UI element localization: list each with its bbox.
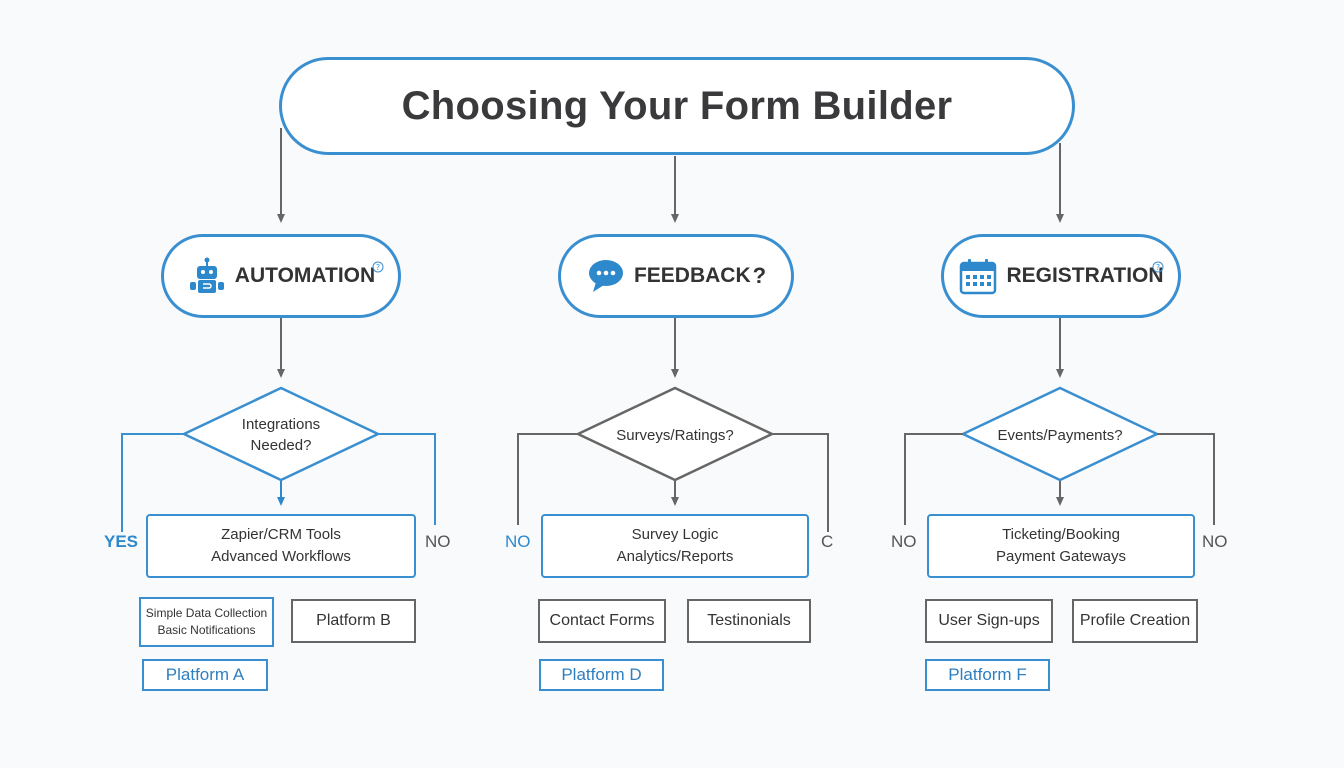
svg-text:?: ? bbox=[1156, 263, 1160, 272]
decision-label-events: Events/Payments? bbox=[985, 424, 1135, 446]
answer-line1: Zapier/CRM Tools bbox=[221, 526, 341, 543]
decision-text-line1: Surveys/Ratings? bbox=[616, 426, 734, 444]
answer-line1: Survey Logic bbox=[631, 526, 719, 543]
option-label: Platform B bbox=[316, 612, 391, 629]
answer-line2: Advanced Workflows bbox=[211, 548, 351, 565]
category-label: FEEDBACK bbox=[633, 264, 751, 287]
category-registration: REGISTRATION ? bbox=[941, 234, 1181, 318]
calendar-icon bbox=[958, 256, 998, 296]
option-line2: Basic Notifications bbox=[157, 623, 256, 637]
answer-line2: Analytics/Reports bbox=[616, 548, 734, 565]
option-testimonials: Testinonials bbox=[687, 599, 811, 643]
decision-diamond-events bbox=[960, 386, 1160, 482]
branch-label-no: NO bbox=[505, 532, 531, 551]
category-label: AUTOMATION bbox=[234, 264, 376, 287]
category-automation: AUTOMATION ? bbox=[161, 234, 401, 318]
answer-box-events: Ticketing/Booking Payment Gateways bbox=[927, 514, 1195, 578]
platform-label: Platform D bbox=[561, 665, 642, 684]
branch-c-line bbox=[772, 433, 829, 532]
decision-diamond-integrations bbox=[181, 386, 381, 482]
category-label: REGISTRATION bbox=[1006, 264, 1164, 287]
decision-text-line1: Events/Payments? bbox=[997, 426, 1123, 444]
robot-icon bbox=[187, 256, 227, 296]
branch-no-line bbox=[378, 433, 436, 525]
branch-no-line-2 bbox=[517, 433, 578, 525]
option-platform-b: Platform B bbox=[291, 599, 416, 643]
option-user-signups: User Sign-ups bbox=[925, 599, 1053, 643]
branch-no-line-3 bbox=[904, 433, 963, 525]
decision-diamond-surveys bbox=[575, 386, 775, 482]
decision-text-line2: Needed? bbox=[250, 437, 312, 454]
decision-label-integrations: Integrations Needed? bbox=[206, 414, 356, 456]
platform-label: Platform F bbox=[948, 665, 1027, 684]
platform-f-box: Platform F bbox=[925, 659, 1050, 691]
category-question-mark: ? bbox=[752, 263, 767, 288]
option-simple-data-collection: Simple Data Collection Basic Notificatio… bbox=[139, 597, 274, 647]
option-label: Profile Creation bbox=[1079, 612, 1191, 629]
branch-label-c: C bbox=[821, 532, 834, 551]
title-node: Choosing Your Form Builder bbox=[279, 57, 1075, 155]
platform-label: Platform A bbox=[165, 665, 245, 684]
answer-line2: Payment Gateways bbox=[995, 548, 1127, 565]
decision-label-surveys: Surveys/Ratings? bbox=[600, 424, 750, 446]
option-label: Testinonials bbox=[707, 612, 791, 629]
platform-a-box: Platform A bbox=[142, 659, 268, 691]
branch-label-no: NO bbox=[1202, 532, 1228, 551]
answer-line1: Ticketing/Booking bbox=[1002, 526, 1120, 543]
branch-no-line-4 bbox=[1157, 433, 1215, 525]
option-line1: Simple Data Collection bbox=[145, 606, 268, 620]
branch-label-no: NO bbox=[425, 532, 451, 551]
option-profile-creation: Profile Creation bbox=[1072, 599, 1198, 643]
answer-box-surveys: Survey Logic Analytics/Reports bbox=[541, 514, 809, 578]
page-title: Choosing Your Form Builder bbox=[401, 83, 953, 128]
help-icon[interactable]: ? bbox=[372, 261, 384, 273]
help-icon[interactable]: ? bbox=[1152, 261, 1164, 273]
branch-label-no: NO bbox=[891, 532, 917, 551]
chat-bubble-icon bbox=[586, 256, 626, 296]
branch-yes-line bbox=[121, 433, 184, 532]
option-contact-forms: Contact Forms bbox=[538, 599, 666, 643]
answer-box-integrations: Zapier/CRM Tools Advanced Workflows bbox=[146, 514, 416, 578]
option-label: User Sign-ups bbox=[938, 612, 1040, 629]
decision-text-line1: Integrations bbox=[241, 416, 321, 433]
svg-text:?: ? bbox=[376, 263, 380, 272]
category-feedback: FEEDBACK ? bbox=[558, 234, 794, 318]
option-label: Contact Forms bbox=[549, 612, 655, 629]
platform-d-box: Platform D bbox=[539, 659, 664, 691]
branch-label-yes: YES bbox=[104, 532, 139, 551]
